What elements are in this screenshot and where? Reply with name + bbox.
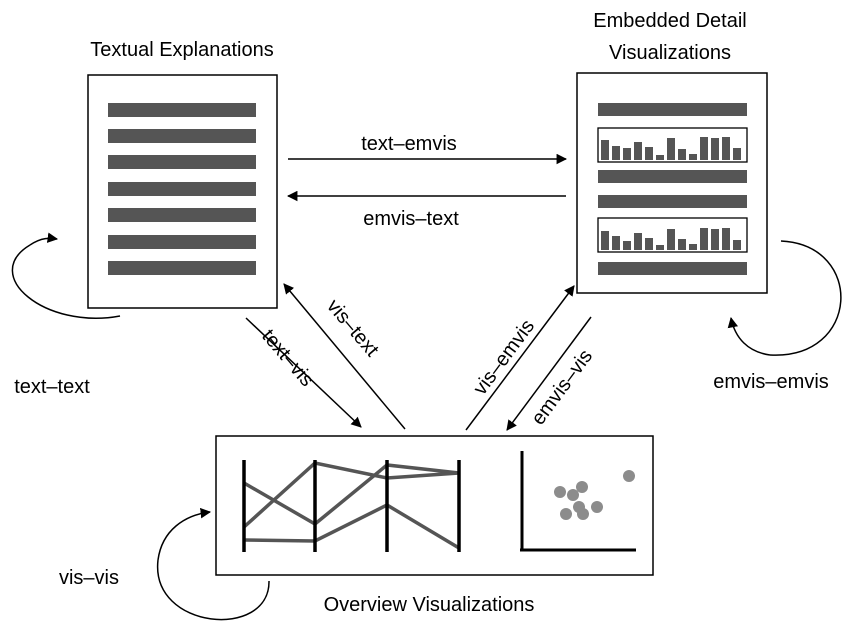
scatter-plot <box>520 451 636 552</box>
edge-vis-text <box>283 283 406 430</box>
edge-label-vis-text: vis–text <box>322 295 383 361</box>
edge-emvis-vis <box>506 316 592 431</box>
edge-label-emvis-text: emvis–text <box>363 208 459 230</box>
edge-vis-emvis <box>465 285 575 431</box>
edge-label-vis-vis: vis–vis <box>59 567 119 589</box>
overview-visualizations-panel <box>215 435 654 576</box>
embedded-visualizations-panel <box>576 72 768 294</box>
edge-label-emvis-emvis: emvis–emvis <box>713 371 829 393</box>
emvis-text-placeholders <box>598 103 747 275</box>
text-node-title: Textual Explanations <box>90 39 273 61</box>
embedded-bar-chart-2 <box>597 217 748 253</box>
edge-emvis-emvis-loop <box>727 240 842 356</box>
emvis-node-title-line1: Embedded Detail <box>593 10 746 32</box>
edge-label-text-emvis: text–emvis <box>361 133 457 155</box>
edge-text-text-loop <box>11 232 121 319</box>
edge-label-text-text: text–text <box>14 376 90 398</box>
edge-label-text-vis: text–vis <box>257 325 318 391</box>
text-line-placeholders <box>108 103 256 275</box>
edge-text-vis <box>245 317 362 428</box>
emvis-node-title-line2: Visualizations <box>609 42 731 64</box>
edge-label-vis-emvis: vis–emvis <box>469 316 539 400</box>
overview-node-title: Overview Visualizations <box>324 594 535 616</box>
embedded-bar-chart-1 <box>597 127 748 163</box>
edge-label-emvis-vis: emvis–vis <box>527 346 597 430</box>
edge-vis-vis-loop <box>157 507 270 621</box>
parallel-coordinates-plot <box>242 460 461 552</box>
text-explanations-panel <box>87 74 278 309</box>
